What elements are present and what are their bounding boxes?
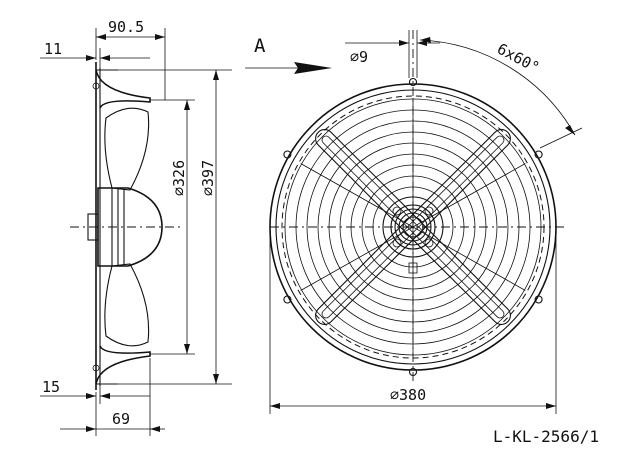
side-view xyxy=(70,62,180,390)
dim-bottom-offset: 15 xyxy=(42,378,60,396)
dim-pitch-circle: ⌀380 xyxy=(390,386,426,404)
side-dimensions: 90.5 11 ⌀326 ⌀397 15 xyxy=(40,18,232,436)
front-view xyxy=(269,30,565,385)
dim-top-width: 90.5 xyxy=(108,18,144,36)
guard-grille xyxy=(284,98,542,356)
view-arrow: A xyxy=(245,35,332,74)
dim-bore-diameter: ⌀326 xyxy=(170,160,188,196)
view-label: A xyxy=(254,35,266,57)
mounting-holes xyxy=(283,77,543,377)
drawing-number: L-KL-2566/1 xyxy=(493,427,599,446)
dim-bolt-pattern: 6x60° xyxy=(494,40,542,77)
support-struts xyxy=(315,129,511,325)
dim-flange-offset: 11 xyxy=(44,40,62,58)
dim-depth: 69 xyxy=(112,410,130,428)
dim-hole-diameter: ⌀9 xyxy=(350,48,368,66)
dim-outer-diameter: ⌀397 xyxy=(199,160,217,196)
